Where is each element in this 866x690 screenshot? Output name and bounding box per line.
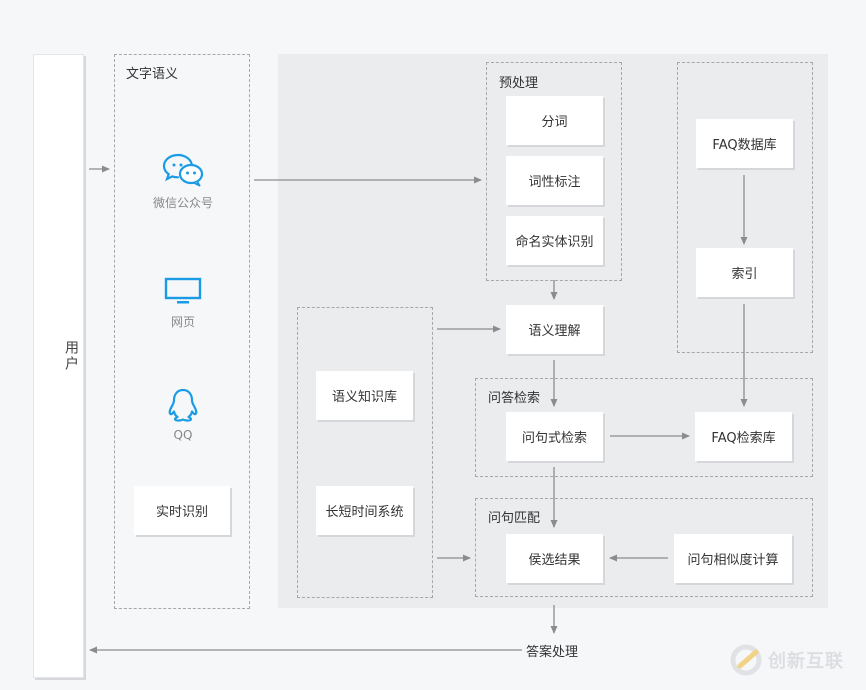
node-faq-database[interactable]: FAQ数据库	[696, 119, 793, 168]
knowledge-group	[297, 307, 433, 598]
node-question-retrieval[interactable]: 问句式检索	[506, 412, 603, 461]
faq-group	[677, 62, 813, 353]
text-semantics-group	[114, 54, 250, 609]
node-candidate-results[interactable]: 侯选结果	[506, 534, 603, 583]
node-index[interactable]: 索引	[696, 248, 793, 297]
node-faq-retrieval-base[interactable]: FAQ检索库	[695, 412, 792, 461]
logo-icon	[730, 644, 762, 676]
channel-qq[interactable]: QQ	[140, 388, 226, 442]
node-pos-tagging[interactable]: 词性标注	[506, 156, 603, 205]
node-semantic-understanding[interactable]: 语义理解	[506, 305, 603, 354]
text-semantics-title: 文字语义	[126, 67, 179, 82]
channel-wechat-label: 微信公众号	[152, 196, 213, 210]
watermark-logo: 创新互联	[730, 644, 844, 676]
user-label: 用户	[63, 340, 79, 372]
channel-qq-label: QQ	[173, 428, 193, 442]
node-similarity-calculation[interactable]: 问句相似度计算	[674, 534, 792, 583]
channel-web-label: 网页	[170, 315, 195, 329]
node-long-short-time-system[interactable]: 长短时间系统	[316, 486, 413, 535]
preprocess-title: 预处理	[499, 76, 539, 91]
qq-penguin-icon	[168, 388, 198, 422]
question-matching-title: 问句匹配	[488, 511, 541, 526]
channel-wechat[interactable]: 微信公众号	[140, 152, 226, 211]
node-word-segmentation[interactable]: 分词	[506, 96, 603, 145]
node-semantic-knowledge-base[interactable]: 语义知识库	[316, 371, 413, 420]
watermark-text: 创新互联	[768, 651, 844, 672]
qa-retrieval-title: 问答检索	[488, 391, 541, 406]
node-realtime-recognition[interactable]: 实时识别	[134, 486, 230, 535]
question-matching-group	[475, 498, 813, 597]
wechat-icon	[162, 153, 204, 187]
user-column	[33, 54, 84, 678]
monitor-icon	[164, 277, 202, 304]
qa-retrieval-group	[475, 378, 813, 477]
answer-processing-label: 答案处理	[526, 645, 579, 660]
channel-web[interactable]: 网页	[140, 277, 226, 330]
node-named-entity-recognition[interactable]: 命名实体识别	[506, 216, 603, 265]
